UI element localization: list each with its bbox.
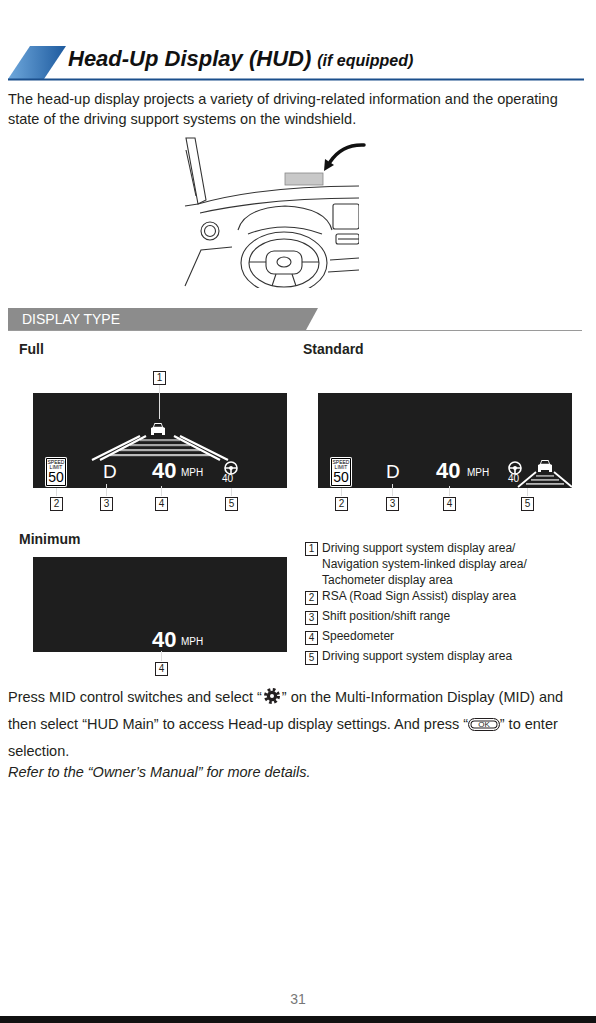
- hud-screen: D 40 MPH 40 SPEED LIMIT50: [33, 393, 287, 488]
- shift-position: D: [386, 461, 400, 483]
- steering-icon: [509, 462, 521, 474]
- callout-number: 2: [305, 591, 318, 605]
- callout-number: 3: [305, 611, 318, 625]
- section-band: [8, 308, 318, 330]
- hud-screen: 40 MPH: [33, 557, 287, 652]
- callout-number: 3: [100, 497, 113, 511]
- sign-caption: SPEED LIMIT: [45, 460, 67, 470]
- intro-text: The head-up display projects a variety o…: [8, 89, 592, 129]
- callout-number: 3: [386, 497, 399, 511]
- pointer-arrowhead: [324, 159, 334, 171]
- legend-text: Shift position/shift range: [322, 610, 450, 624]
- note-text: Refer to the “Owner’s Manual” for more d…: [8, 764, 310, 781]
- callout-number: 2: [335, 497, 348, 511]
- page-title: Head-Up Display (HUD): [68, 46, 311, 71]
- title-row: Head-Up Display (HUD) (if equipped): [68, 46, 413, 72]
- hud-screen: D 40 MPH 40 SPEED LIMIT50: [318, 393, 572, 488]
- page-number: 31: [278, 991, 318, 1007]
- callout-number: 4: [443, 497, 456, 511]
- callout-number: 2: [50, 497, 63, 511]
- speed-value: 40: [436, 458, 460, 483]
- support-speed: 40: [508, 473, 519, 485]
- shift-position: D: [103, 461, 117, 483]
- callout-number: 4: [155, 497, 168, 511]
- callout-number: 4: [155, 662, 168, 676]
- callout-number: 5: [225, 497, 238, 511]
- speed-unit: MPH: [181, 467, 203, 479]
- display-type-heading: Minimum: [19, 531, 80, 547]
- lane-graphic-full: [92, 436, 228, 460]
- sign-value: 50: [45, 469, 67, 485]
- section-rule: [8, 330, 582, 331]
- title-qualifier: (if equipped): [317, 52, 413, 69]
- ok-button-icon: OK: [468, 718, 500, 731]
- instruction-text: Press MID control switches and select “: [8, 689, 262, 705]
- speed-value: 40: [152, 458, 176, 483]
- callout-number: 5: [521, 497, 534, 511]
- gear-icon: [262, 687, 282, 705]
- hud-screen-minimum: [33, 557, 287, 652]
- display-type-heading: Full: [19, 341, 44, 357]
- speed-limit-sign: SPEED LIMIT50: [45, 457, 67, 487]
- leader-lines: [57, 385, 528, 661]
- pointer-arrow: [330, 145, 364, 162]
- sign-value: 50: [330, 469, 352, 485]
- support-speed: 40: [222, 473, 233, 485]
- callout-number: 5: [305, 651, 318, 665]
- callout-number: 1: [305, 542, 318, 556]
- hud-projection-area: [285, 173, 323, 185]
- callout-number: 4: [305, 631, 318, 645]
- section-heading-band: DISPLAY TYPE: [8, 308, 308, 330]
- sign-caption: SPEED LIMIT: [330, 460, 352, 470]
- lane-graphic-standard: [518, 472, 572, 487]
- speed-unit: MPH: [467, 467, 489, 479]
- speed-limit-sign: SPEED LIMIT50: [330, 457, 352, 487]
- footer-bar: [0, 1016, 596, 1023]
- callout-number: 1: [153, 371, 166, 385]
- speed-value: 40: [152, 627, 176, 652]
- legend-text: Driving support system display area: [322, 650, 512, 664]
- speed-unit: MPH: [181, 636, 203, 648]
- steering-icon: [225, 462, 237, 474]
- title-rule: [8, 79, 584, 81]
- title-badge: [8, 46, 66, 79]
- hud-screen-standard: [318, 393, 572, 488]
- band-heading: DISPLAY TYPE: [22, 311, 120, 327]
- instruction-paragraph: Press MID control switches and select “”…: [8, 684, 592, 765]
- display-type-heading: Standard: [303, 341, 364, 357]
- car-icon: [151, 423, 165, 435]
- legend-text: Speedometer: [322, 630, 394, 644]
- legend-text: RSA (Road Sign Assist) display area: [322, 590, 516, 604]
- legend-text: Driving support system display area/ Nav…: [322, 540, 562, 588]
- car-icon: [538, 460, 552, 472]
